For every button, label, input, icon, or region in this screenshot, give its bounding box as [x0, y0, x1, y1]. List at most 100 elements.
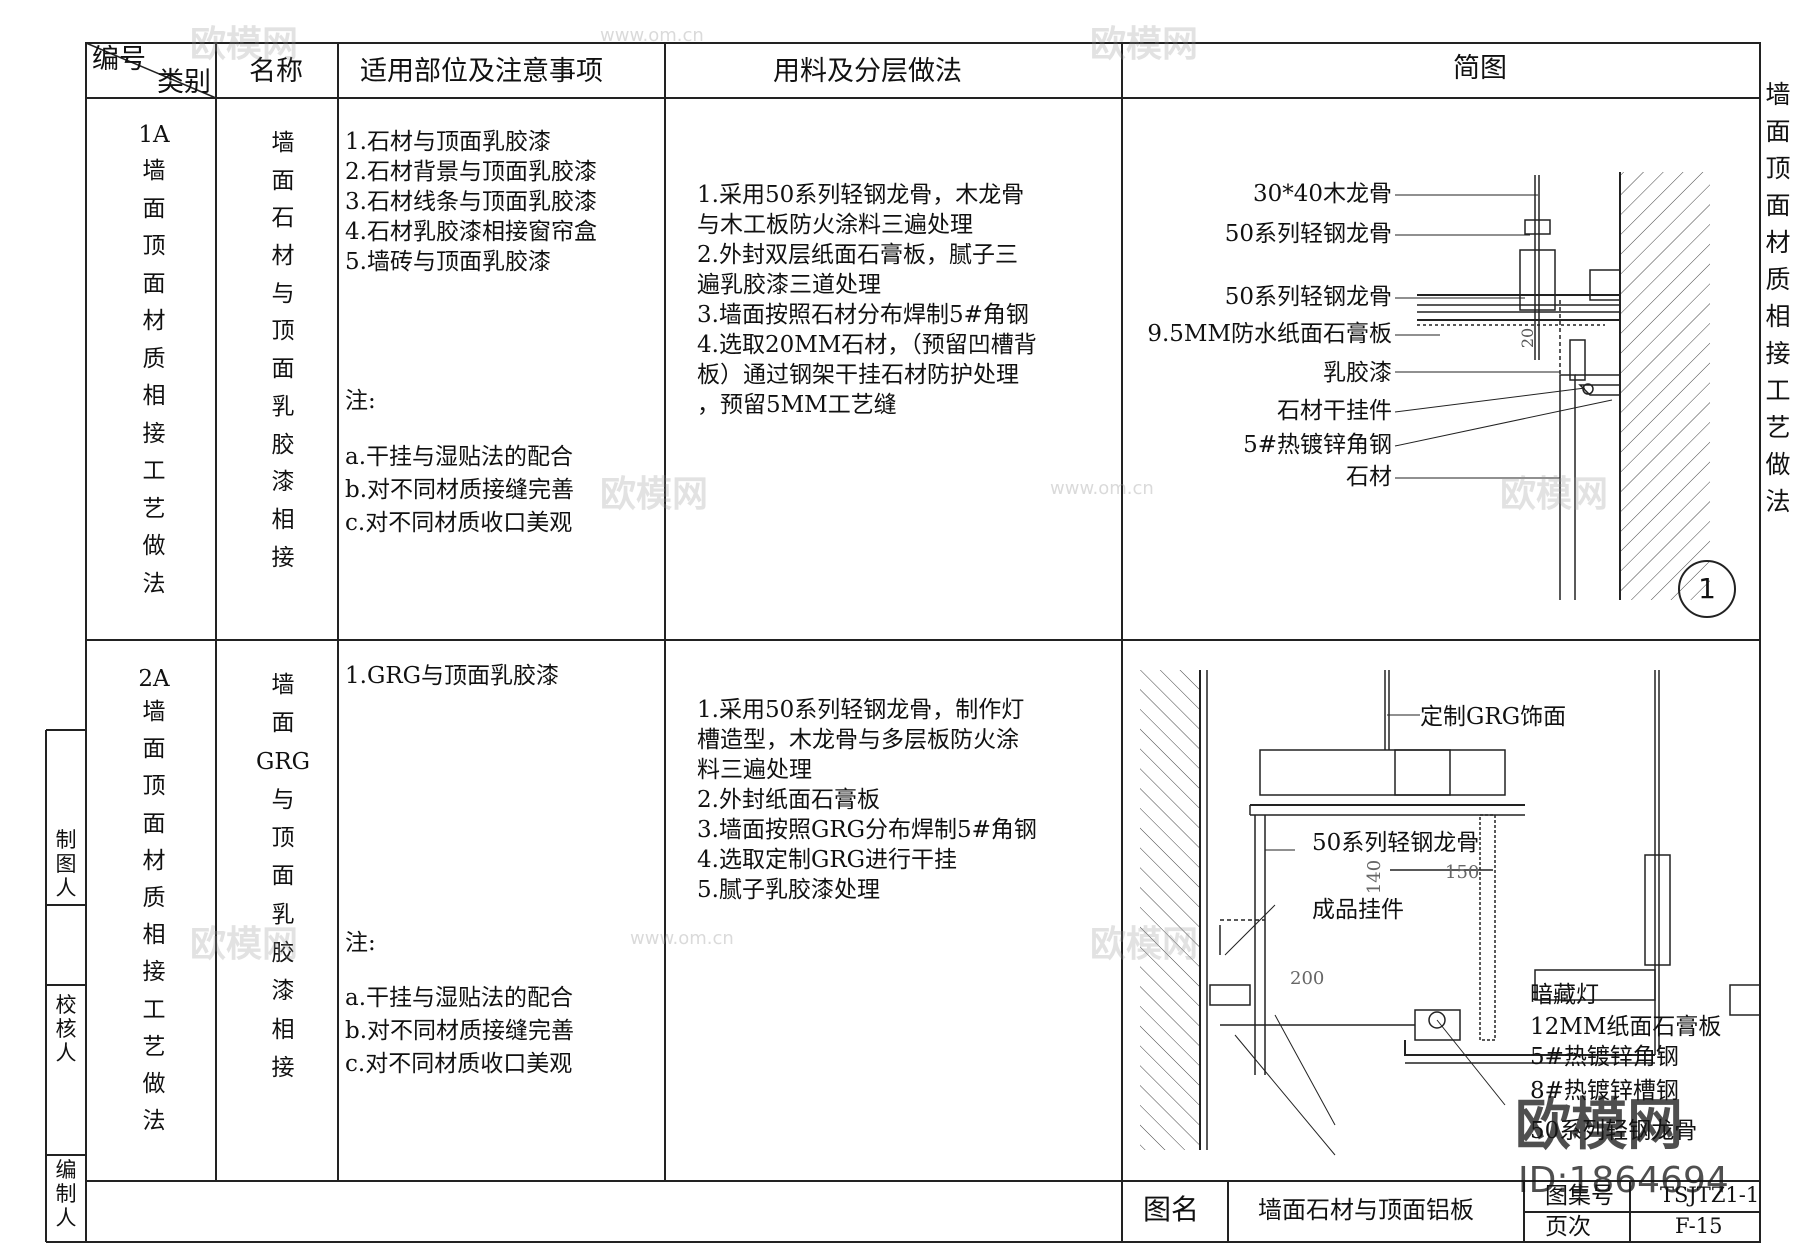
row2-name-char: 接	[271, 1054, 295, 1081]
row1-name-char: 漆	[271, 469, 295, 496]
row1-name: 墙面石材与顶面乳胶漆相接	[265, 132, 301, 584]
d1-label-2: 50系列轻钢龙骨	[1224, 221, 1392, 247]
side-title: 墙面顶面材质相接工艺做法	[1760, 82, 1796, 526]
footer-page-label: 页次	[1545, 1214, 1591, 1240]
row2-name-char: 相	[271, 1016, 295, 1043]
row1-scope-4: 4.石材乳胶漆相接窗帘盒	[345, 219, 597, 245]
row1-category-char: 工	[142, 458, 166, 484]
row1-name-char: 接	[271, 544, 295, 571]
row1-name-char: 顶	[271, 318, 295, 345]
row2-category-char: 做	[142, 1070, 166, 1097]
header-diagram: 简图	[1453, 53, 1507, 84]
row1-category-char: 接	[142, 420, 166, 447]
side-title-char: 接	[1765, 339, 1791, 368]
side-title-char: 质	[1765, 265, 1791, 294]
row2-category-char: 法	[142, 1108, 166, 1135]
sign-cell-char: 制	[55, 828, 77, 852]
diagram-1-drawing	[1394, 172, 1710, 600]
row2-name-char: 胶	[271, 940, 295, 967]
row1-notes: a.干挂与湿贴法的配合 b.对不同材质接缝完善 c.对不同材质收口美观	[345, 437, 574, 536]
row1-category-char: 顶	[142, 233, 166, 259]
d2-label-7: 8#热镀锌槽钢	[1530, 1078, 1679, 1104]
side-title-char: 顶	[1765, 154, 1791, 183]
row2-category-char: 相	[142, 922, 166, 949]
diagram-1-number: 1	[1678, 560, 1736, 618]
sign-cell-char: 校	[55, 993, 77, 1017]
row1-note-a: a.干挂与湿贴法的配合	[345, 444, 574, 470]
row2-category-char: 质	[142, 884, 166, 911]
row2-method-2: 槽造型，木龙骨与多层板防火涂	[697, 727, 1019, 753]
row1-method-2: 与木工板防火涂料三遍处理	[697, 212, 973, 238]
row1-name-char: 乳	[271, 393, 295, 420]
d1-label-7: 5#热镀锌角钢	[1243, 432, 1392, 458]
row2-name-char: 漆	[271, 978, 295, 1005]
row1-method-7: 板）通过钢架干挂石材防护处理	[697, 362, 1019, 388]
row2-name-char: 墙	[271, 672, 295, 698]
footer-atlas-value: TSJTZ1-1	[1660, 1183, 1760, 1207]
row1-category-char: 法	[142, 570, 166, 597]
row1-method-6: 4.选取20MM石材，（预留凹槽背	[697, 332, 1037, 358]
row1-method-3: 2.外封双层纸面石膏板，腻子三	[697, 242, 1018, 268]
side-title-char: 工	[1765, 376, 1791, 405]
row1-method-5: 3.墙面按照石材分布焊制5#角钢	[697, 302, 1029, 328]
sign-checked-by: 校核人	[50, 995, 82, 1067]
side-title-char: 墙	[1765, 80, 1791, 109]
row1-category-char: 相	[142, 383, 166, 409]
d1-dim-20: 20	[1518, 327, 1538, 349]
row2-note-b: b.对不同材质接缝完善	[345, 1018, 575, 1044]
d1-label-1: 30*40木龙骨	[1252, 181, 1392, 207]
row2-category-char: 工	[142, 996, 166, 1023]
d2-label-2: 50系列轻钢龙骨	[1312, 830, 1480, 856]
row2-note-a: a.干挂与湿贴法的配合	[345, 985, 574, 1011]
d1-label-3: 50系列轻钢龙骨	[1224, 284, 1392, 310]
d2-label-1: 定制GRG饰面	[1420, 704, 1567, 730]
row1-category-char: 面	[142, 195, 166, 222]
row1-method-8: ，预留5MM工艺缝	[697, 392, 897, 418]
row1-name-char: 石	[271, 205, 295, 232]
row2-category: 墙面顶面材质相接工艺做法	[136, 699, 172, 1147]
d1-label-5: 乳胶漆	[1323, 360, 1392, 386]
row1-note-c: c.对不同材质收口美观	[345, 510, 573, 536]
side-title-char: 相	[1765, 302, 1791, 331]
d2-label-3: 成品挂件	[1312, 897, 1404, 923]
row1-category-char: 墙	[142, 158, 166, 184]
row1-code: 1A	[136, 124, 172, 161]
side-title-char: 面	[1765, 191, 1791, 220]
header-category: 类别	[157, 67, 211, 98]
row2-category-char: 墙	[142, 699, 166, 725]
row2-category-char: 顶	[142, 773, 166, 800]
row1-name-char: 胶	[271, 431, 295, 458]
diagram-1-number-text: 1	[1698, 572, 1716, 605]
footer-title-label: 图名	[1143, 1193, 1200, 1226]
d2-dim-150: 150	[1445, 862, 1480, 883]
row2-method-5: 3.墙面按照GRG分布焊制5#角钢	[697, 817, 1037, 843]
row2-category-char: 面	[142, 736, 166, 763]
side-title-char: 材	[1765, 228, 1791, 257]
row2-method-3: 料三遍处理	[697, 757, 812, 783]
row2-category-char: 材	[142, 847, 166, 874]
row1-name-char: 墙	[271, 130, 295, 156]
d2-label-6: 5#热镀锌角钢	[1530, 1044, 1679, 1070]
row1-category-char: 面	[142, 270, 166, 297]
header-code: 编号	[92, 44, 146, 75]
d2-dim-200: 200	[1290, 968, 1325, 989]
row1-category-char: 材	[142, 308, 166, 334]
row2-note-title: 注:	[345, 930, 376, 956]
d2-label-4: 暗藏灯	[1530, 982, 1599, 1008]
row1-category-char: 做	[142, 533, 166, 559]
footer-atlas-label: 图集号	[1545, 1183, 1614, 1209]
row1-category: 墙面顶面材质相接工艺做法	[136, 160, 172, 610]
row1-method-1: 1.采用50系列轻钢龙骨，木龙骨	[697, 182, 1025, 208]
row2-method-7: 5.腻子乳胶漆处理	[697, 877, 880, 903]
footer-page-value: F-15	[1675, 1214, 1723, 1238]
row2-name-char: 面	[271, 710, 295, 737]
row1-name-char: 材	[271, 243, 295, 270]
sign-cell-char: 人	[55, 1041, 77, 1065]
row1-category-char: 质	[142, 345, 166, 372]
footer-title-value: 墙面石材与顶面铝板	[1258, 1196, 1474, 1224]
d2-dim-140: 140	[1364, 859, 1386, 895]
row1-name-char: 相	[271, 506, 295, 533]
row1-scope: 1.石材与顶面乳胶漆 2.石材背景与顶面乳胶漆 3.石材线条与顶面乳胶漆 4.石…	[345, 122, 597, 275]
sign-cell-char: 人	[55, 876, 77, 900]
row2-code-text: 2A	[138, 666, 170, 692]
